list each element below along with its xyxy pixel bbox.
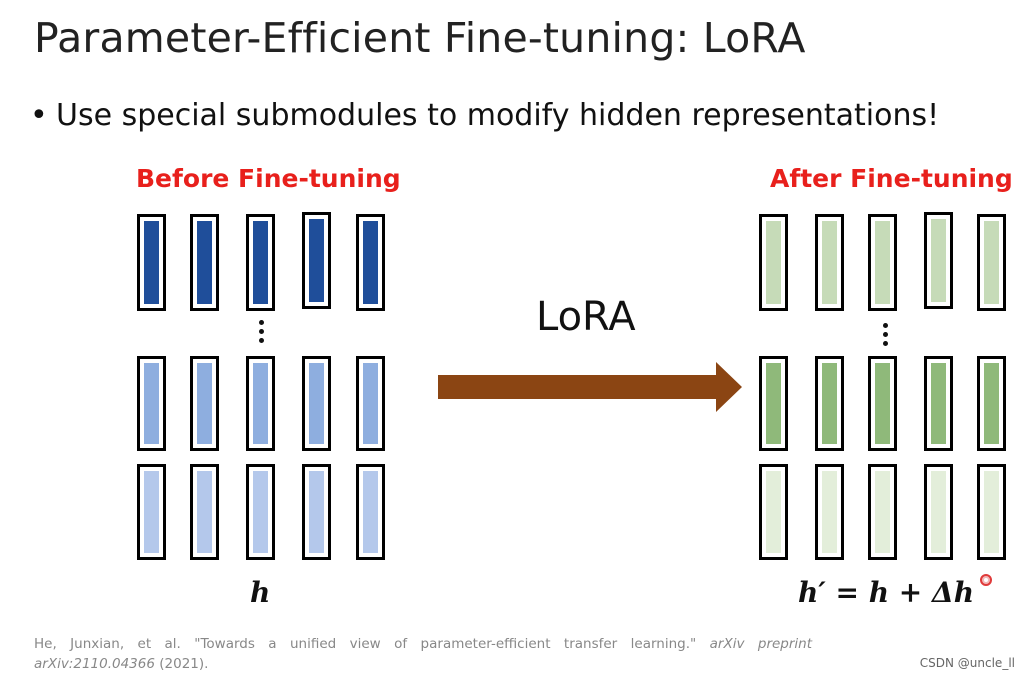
- after-heading: After Fine-tuning: [770, 164, 1013, 193]
- after-hidden-vector: [815, 464, 844, 560]
- after-hidden-vector: [977, 214, 1006, 311]
- cursor-indicator: [980, 574, 992, 586]
- after-hidden-vector: [759, 356, 788, 451]
- after-hidden-vector: [924, 212, 953, 309]
- citation-arxiv-id: arXiv:2110.04366: [34, 656, 155, 672]
- before-hidden-vector: [302, 464, 331, 560]
- after-hidden-vector: [977, 464, 1006, 560]
- before-hidden-vector: [137, 214, 166, 311]
- formula-h-prime: h′ = h + Δh: [798, 576, 975, 609]
- before-hidden-vector: [137, 356, 166, 451]
- before-hidden-vector: [356, 356, 385, 451]
- before-hidden-vector: [137, 464, 166, 560]
- before-hidden-vector: [356, 464, 385, 560]
- citation: He, Junxian, et al. "Towards a unified v…: [34, 634, 812, 674]
- bullet-point: •Use special submodules to modify hidden…: [30, 98, 939, 133]
- before-hidden-vector: [246, 464, 275, 560]
- after-hidden-vector: [924, 356, 953, 451]
- after-hidden-vector: [759, 464, 788, 560]
- citation-authors: He, Junxian, et al. "Towards a unified v…: [34, 636, 697, 652]
- after-hidden-vector: [868, 464, 897, 560]
- right-arrow-icon: [438, 362, 742, 412]
- before-hidden-vector: [302, 356, 331, 451]
- bullet-text: Use special submodules to modify hidden …: [56, 98, 940, 133]
- lora-label: LoRA: [536, 294, 636, 340]
- before-hidden-vector: [190, 356, 219, 451]
- after-hidden-vector: [815, 214, 844, 311]
- before-hidden-vector: [246, 356, 275, 451]
- before-hidden-vector: [246, 214, 275, 311]
- after-hidden-vector: [868, 214, 897, 311]
- before-heading: Before Fine-tuning: [136, 164, 401, 193]
- formula-h: h: [250, 576, 271, 609]
- after-hidden-vector: [924, 464, 953, 560]
- after-hidden-vector: [815, 356, 844, 451]
- before-hidden-vector: [356, 214, 385, 311]
- slide-title: Parameter-Efficient Fine-tuning: LoRA: [34, 14, 806, 62]
- before-hidden-vector: [302, 212, 331, 309]
- after-hidden-vector: [868, 356, 897, 451]
- citation-venue: arXiv preprint: [709, 636, 813, 652]
- before-hidden-vector: [190, 214, 219, 311]
- watermark: CSDN @uncle_ll: [919, 656, 1015, 670]
- after-hidden-vector: [759, 214, 788, 311]
- before-hidden-vector: [190, 464, 219, 560]
- after-hidden-vector: [977, 356, 1006, 451]
- bullet-dot-icon: •: [30, 98, 48, 133]
- citation-year: (2021).: [159, 656, 209, 672]
